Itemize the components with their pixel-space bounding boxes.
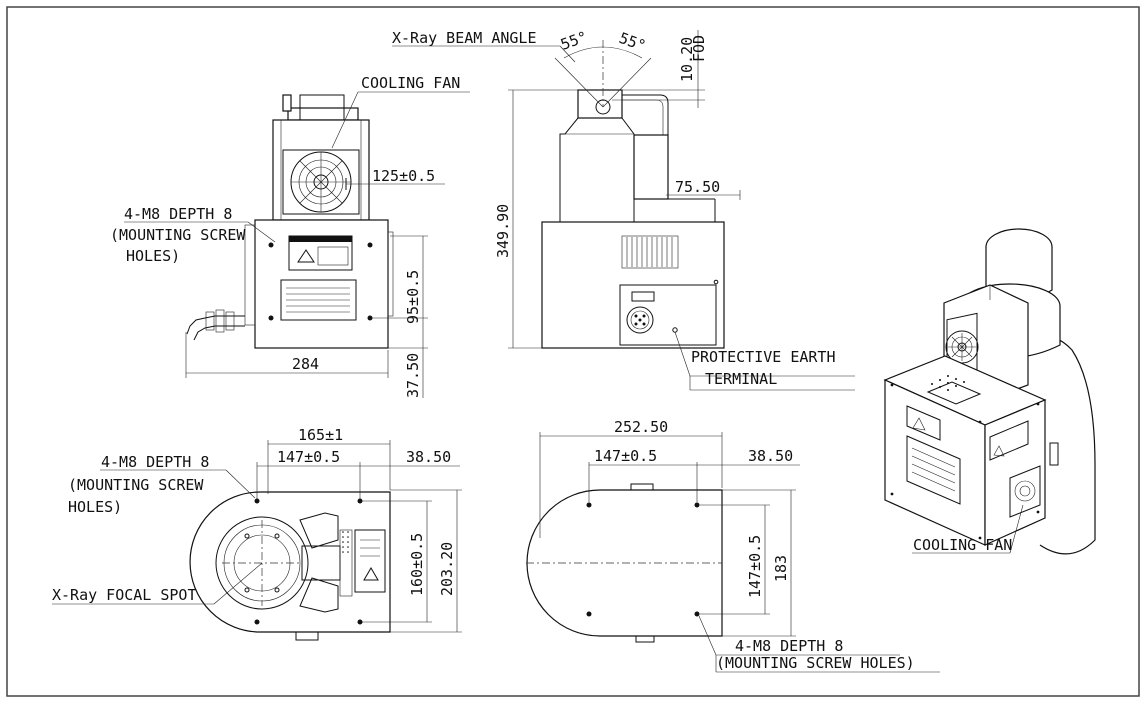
warning-label-front — [288, 235, 353, 271]
mounting-label-top-1: 4-M8 DEPTH 8 — [124, 205, 232, 223]
dim-125: 125±0.5 — [372, 167, 435, 185]
dim-284: 284 — [292, 355, 319, 373]
dim-95: 95±0.5 — [404, 270, 422, 324]
iso-front-labels — [906, 405, 961, 505]
dim-252: 252.50 — [614, 418, 668, 436]
dim-203: 203.20 — [438, 542, 456, 596]
vent-grille — [621, 235, 679, 269]
mounting-label-br-2: (MOUNTING SCREW HOLES) — [716, 654, 915, 672]
cooling-fan-label-top: COOLING FAN — [361, 74, 460, 92]
side-view: X-Ray BEAM ANGLE 55° 55° 10.20 FOD 349.9… — [392, 28, 855, 391]
beam-angle-label: X-Ray BEAM ANGLE — [392, 29, 537, 47]
connector-panel — [619, 279, 719, 346]
bottom-view: 252.50 147±0.5 38.50 147±0.5 183 4-M8 DE… — [526, 418, 940, 673]
info-label-front — [280, 279, 357, 321]
mounting-label-br-1: 4-M8 DEPTH 8 — [735, 637, 843, 655]
protective-earth-label-1: PROTECTIVE EARTH — [691, 348, 836, 366]
dim-349: 349.90 — [494, 204, 512, 258]
dim-183: 183 — [772, 555, 790, 582]
danger-label-top — [354, 529, 386, 593]
isometric-view: COOLING FAN — [883, 228, 1096, 555]
angle-right: 55° — [617, 29, 649, 55]
angle-left: 55° — [558, 28, 590, 54]
dim-37: 37.50 — [404, 353, 422, 398]
focal-spot-label: X-Ray FOCAL SPOT — [52, 586, 197, 604]
mounting-label-top-3: HOLES) — [126, 247, 180, 265]
dim-147a: 147±0.5 — [277, 448, 340, 466]
sheet-border — [6, 6, 1140, 697]
dim-38b: 38.50 — [748, 447, 793, 465]
iso-side-panel — [989, 420, 1059, 518]
fod-label: FOD — [690, 35, 708, 62]
dim-38a: 38.50 — [406, 448, 451, 466]
protective-earth-label-2: TERMINAL — [705, 370, 777, 388]
mounting-label-bl-1: 4-M8 DEPTH 8 — [101, 453, 209, 471]
mounting-label-top-2: (MOUNTING SCREW — [110, 226, 246, 244]
dim-75: 75.50 — [675, 178, 720, 196]
cooling-fan-front — [282, 149, 360, 215]
front-view: COOLING FAN 125±0.5 4-M8 DEPTH 8 (MOUNTI… — [110, 74, 470, 398]
mounting-label-bl-3: HOLES) — [68, 498, 122, 516]
dim-10: 10.20 — [678, 37, 696, 82]
top-view: 165±1 147±0.5 38.50 160±0.5 203.20 4-M8 … — [52, 426, 462, 641]
mounting-label-bl-2: (MOUNTING SCREW — [68, 476, 204, 494]
dim-147b: 147±0.5 — [594, 447, 657, 465]
cooling-fan-label-iso: COOLING FAN — [913, 536, 1012, 554]
dim-165: 165±1 — [298, 426, 343, 444]
dim-160: 160±0.5 — [408, 533, 426, 596]
dim-147c: 147±0.5 — [746, 535, 764, 598]
